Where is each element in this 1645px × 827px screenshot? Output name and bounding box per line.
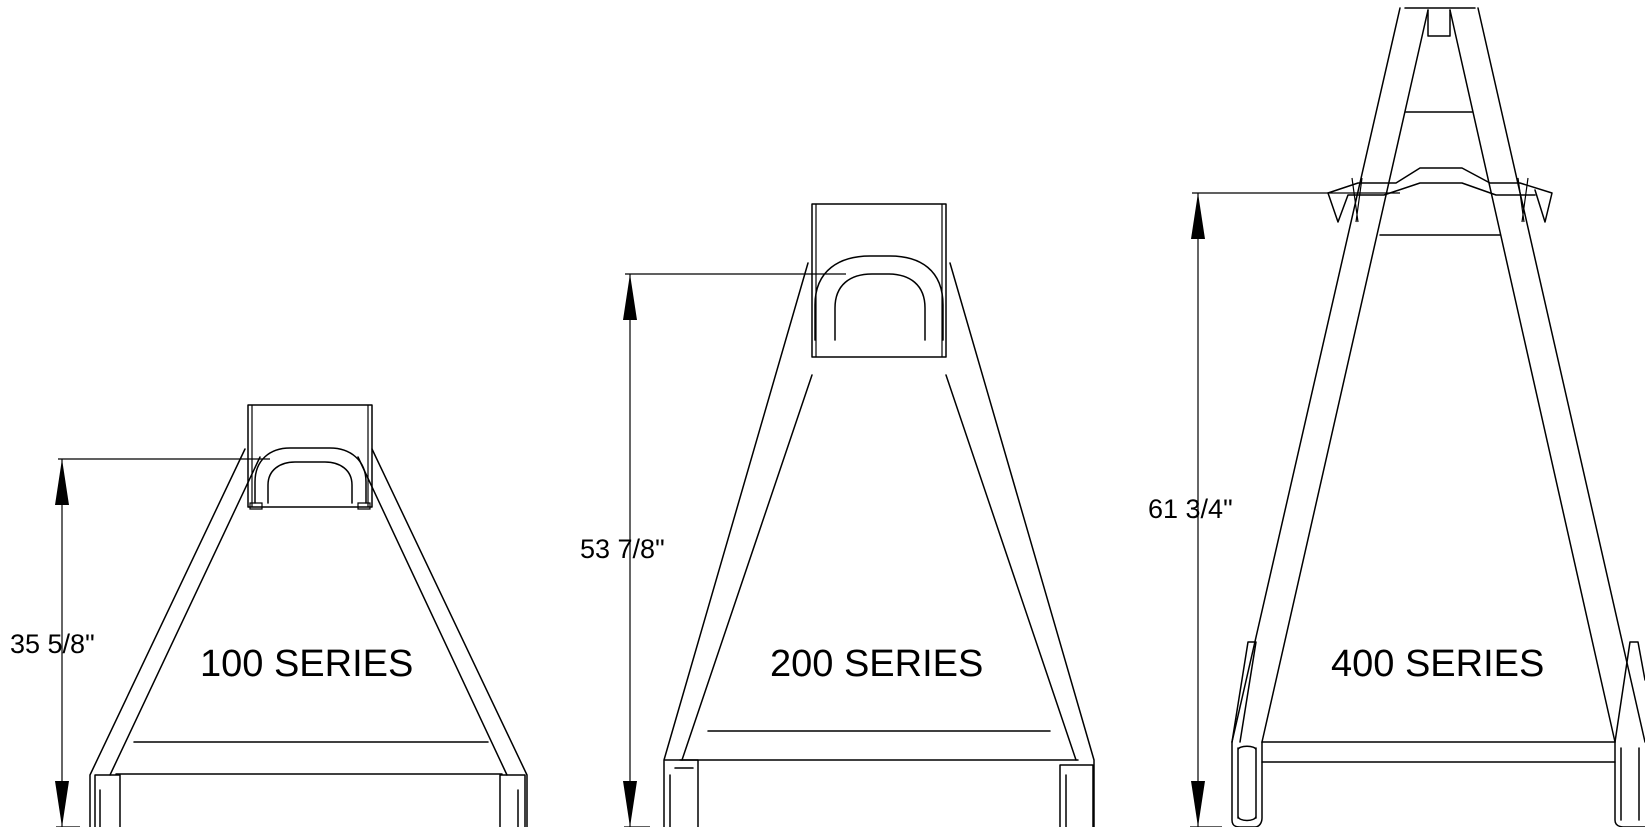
series-label-400: 400 SERIES [1331,643,1544,685]
frame-100-series: 35 5/8" 100 SERIES [10,404,528,827]
series-label-200: 200 SERIES [770,643,983,685]
frame-200-series: 53 7/8" 200 SERIES [580,203,1095,827]
height-dimension-400: 61 3/4" [1148,494,1233,524]
height-dimension-100: 35 5/8" [10,629,95,659]
series-label-100: 100 SERIES [200,643,413,685]
height-dimension-200: 53 7/8" [580,534,665,564]
frame-400-series: 61 3/4" 400 SERIES [1148,7,1645,827]
